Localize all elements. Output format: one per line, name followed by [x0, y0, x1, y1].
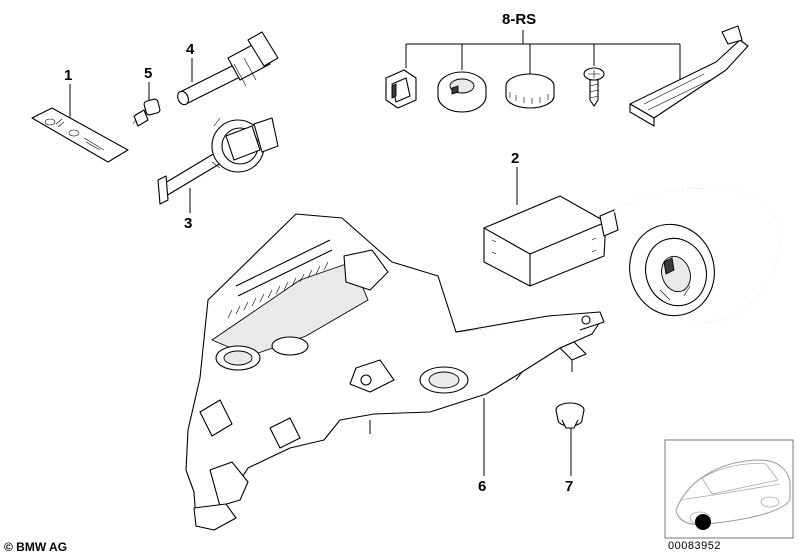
part-8-rs-bracket-rail[interactable]: [629, 25, 749, 127]
car-location-icon: [675, 459, 791, 530]
callout-4[interactable]: 4: [186, 41, 195, 58]
part-1-label-sticker[interactable]: [31, 107, 129, 163]
part-8-rs-screw[interactable]: [583, 67, 605, 107]
part-8-rs-ring[interactable]: [437, 71, 487, 113]
copyright-text: © BMW AG: [4, 540, 68, 554]
location-marker: [695, 514, 711, 530]
callout-5[interactable]: 5: [144, 65, 152, 82]
leader-lines: [69, 30, 681, 476]
callout-6[interactable]: 6: [478, 478, 486, 495]
part-5-socket-plug[interactable]: [132, 98, 161, 127]
callout-1[interactable]: 1: [64, 67, 72, 84]
part-3-lamp-holder[interactable]: [157, 117, 279, 205]
part-6-carrier-bracket[interactable]: [185, 213, 605, 531]
part-8-rs-clip[interactable]: [385, 69, 417, 109]
car-location-inset: [664, 439, 794, 539]
callout-8-rs[interactable]: 8-RS: [502, 11, 536, 28]
part-2-sensor-ring[interactable]: [618, 213, 726, 326]
callout-2[interactable]: 2: [511, 150, 519, 167]
part-4-connector[interactable]: [176, 31, 279, 106]
drawing-number: 00083952: [668, 540, 721, 552]
callout-7[interactable]: 7: [565, 478, 573, 495]
part-7-grommet[interactable]: [555, 402, 585, 429]
part-8-rs-gear-cap[interactable]: [505, 73, 555, 109]
part-2-cable: [613, 186, 781, 324]
part-2-control-unit[interactable]: [483, 195, 619, 287]
callout-3[interactable]: 3: [184, 215, 192, 232]
